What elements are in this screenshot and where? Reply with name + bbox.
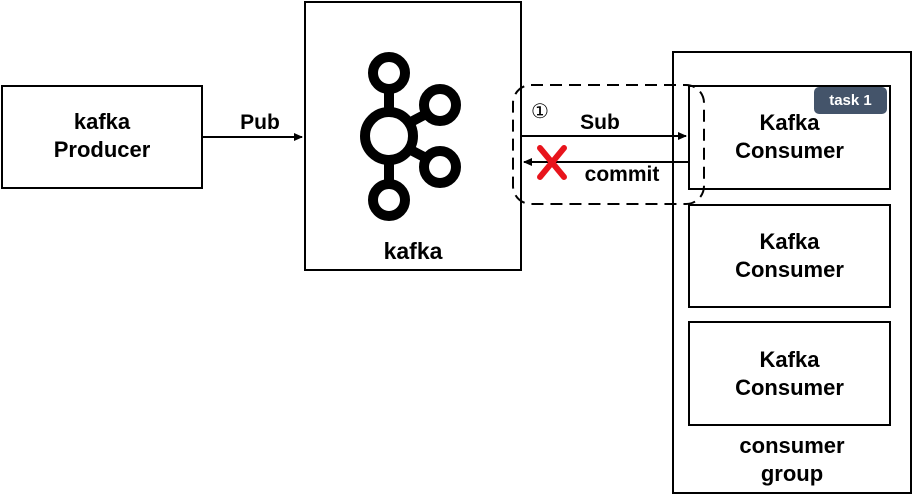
consumer-label-2-line2: Consumer	[735, 257, 844, 282]
consumer-box-2	[688, 204, 891, 308]
consumer-group-label-line1: consumer	[739, 433, 845, 458]
pub-label: Pub	[240, 111, 280, 134]
consumer-label-3-line1: Kafka	[759, 347, 820, 372]
step-marker: ①	[531, 101, 549, 123]
consumer-label-1: Kafka Consumer	[688, 109, 891, 165]
consumer-label-3-line2: Consumer	[735, 375, 844, 400]
consumer-group-label: consumer group	[672, 432, 912, 488]
consumer-group-label-line2: group	[760, 461, 824, 486]
consumer-label-2: Kafka Consumer	[688, 228, 891, 284]
commit-label: commit	[584, 163, 660, 186]
kafka-logo-icon	[360, 52, 461, 221]
consumer-box-3	[688, 321, 891, 426]
producer-box	[1, 85, 203, 189]
producer-label-line1: kafka	[73, 109, 131, 134]
broker-label: kafka	[383, 238, 443, 264]
consumer-label-2-line1: Kafka	[759, 229, 820, 254]
consumer-label-1-line1: Kafka	[759, 110, 820, 135]
consumer-label-1-line2: Consumer	[735, 138, 844, 163]
consumer-label-3: Kafka Consumer	[688, 346, 891, 402]
failure-x-icon	[537, 145, 567, 180]
producer-label: kafka Producer	[1, 108, 203, 164]
task-badge: task 1	[814, 87, 887, 114]
highlight-dashed-box	[512, 84, 705, 205]
sub-label: Sub	[580, 111, 620, 134]
producer-label-line2: Producer	[53, 137, 151, 162]
